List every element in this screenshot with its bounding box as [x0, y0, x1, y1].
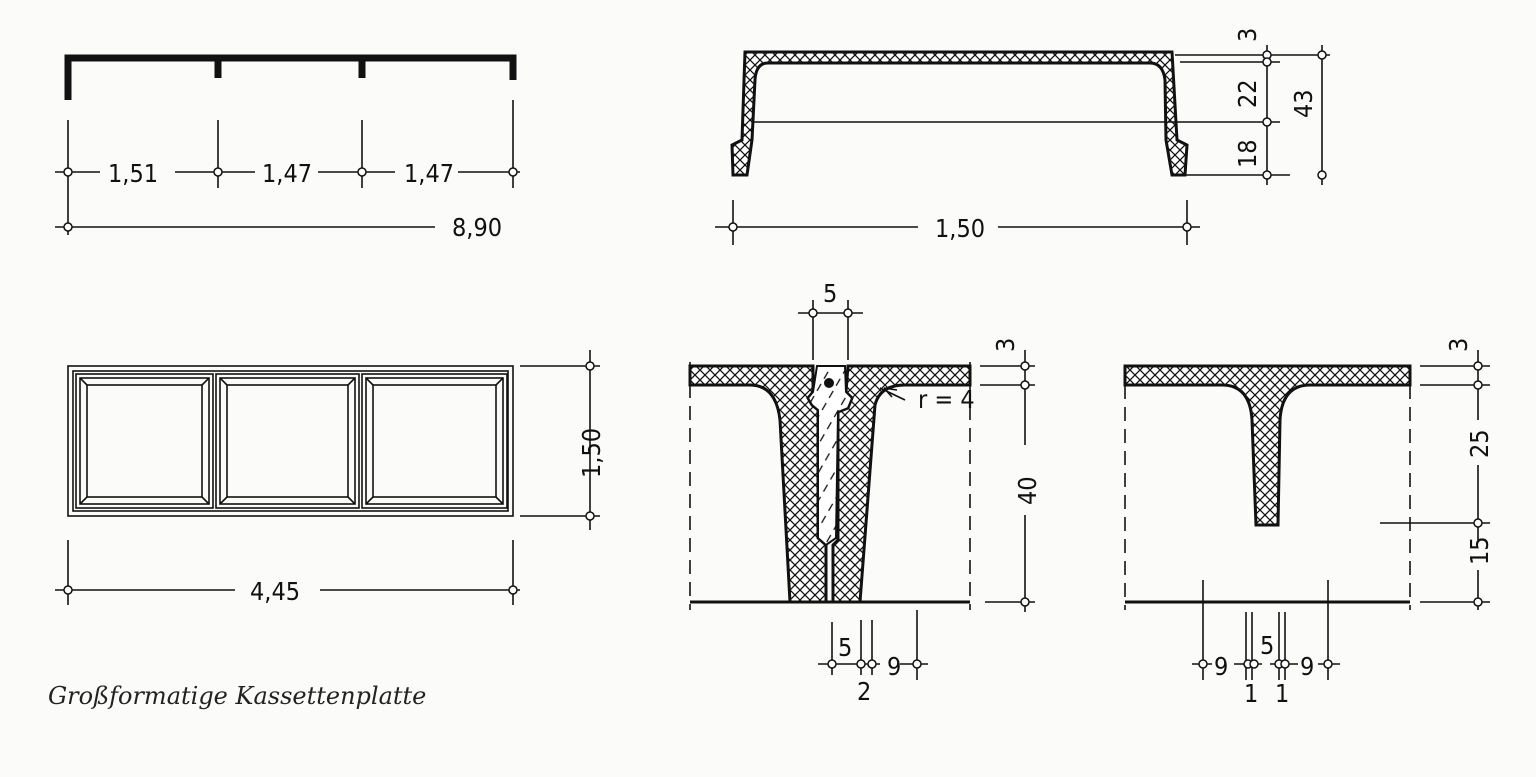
dim-label: 1,50: [577, 428, 606, 478]
longitudinal-profile: 1,51 1,47 1,47 8,90: [55, 54, 520, 242]
dim-label: 3: [991, 338, 1020, 352]
panel-miter: [347, 496, 356, 505]
dim-label: 25: [1465, 429, 1494, 458]
dim-label: 18: [1233, 139, 1262, 168]
dim-label: 22: [1233, 79, 1262, 108]
dim-label: 9: [1214, 652, 1228, 681]
dim-label: 1,47: [404, 159, 454, 188]
dim-label: 5: [1260, 631, 1274, 660]
dim-label: 1: [1244, 679, 1258, 708]
panel-miter: [347, 377, 356, 386]
dim-label: 9: [1300, 652, 1314, 681]
panel-miter: [495, 377, 504, 386]
panel-frame: [79, 377, 210, 505]
panel-frame: [226, 384, 349, 498]
panel-frame: [86, 384, 203, 498]
panel-miter: [365, 377, 374, 386]
panel-miter: [79, 377, 88, 386]
figure-caption: Großformatige Kassettenplatte: [48, 682, 427, 710]
dim-label: 15: [1465, 536, 1494, 565]
radius-label: r = 4: [918, 385, 975, 414]
cross-section: 1,50 3 22 18 43: [715, 28, 1330, 245]
panel-frame: [365, 377, 504, 505]
panel-frame: [215, 373, 360, 509]
panel-miter: [201, 377, 210, 386]
panel-miter: [219, 496, 228, 505]
dim-label: 1,51: [108, 159, 158, 188]
panel-frame: [372, 384, 497, 498]
dim-label: 40: [1013, 476, 1042, 505]
panel-miter: [219, 377, 228, 386]
dim-label: 1: [1275, 679, 1289, 708]
panel-frame: [75, 373, 214, 509]
dim-label: 9: [887, 652, 901, 681]
dim-label: 1,50: [935, 214, 985, 243]
dim-label: 8,90: [452, 213, 502, 242]
rib-section: 3 25 15 9 5 9 1 1: [1123, 338, 1494, 708]
dim-label: 3: [1233, 28, 1262, 42]
plan-view: 1,50 4,45: [55, 350, 606, 606]
panel-frame: [219, 377, 356, 505]
dim-label: 4,45: [250, 577, 300, 606]
joint-section: r = 4 5 3 40 5 2 9: [688, 279, 1042, 706]
dim-label: 43: [1289, 89, 1318, 118]
dim-label: 2: [857, 677, 871, 706]
dim-label: 5: [823, 279, 837, 308]
dim-label: 3: [1444, 338, 1473, 352]
panel-miter: [365, 496, 374, 505]
dim-label: 5: [838, 633, 852, 662]
panel-miter: [495, 496, 504, 505]
panel-miter: [79, 496, 88, 505]
panel-miter: [201, 496, 210, 505]
dim-label: 1,47: [262, 159, 312, 188]
panel-frame: [361, 373, 508, 509]
